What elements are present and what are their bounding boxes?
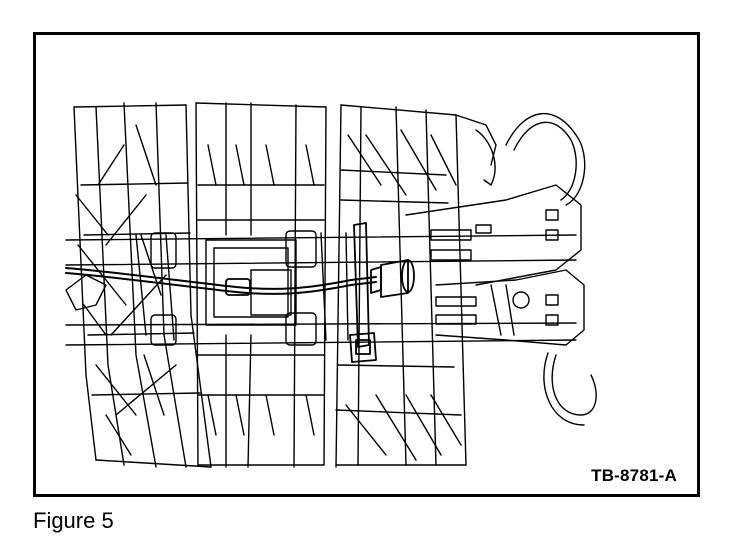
cable-tie: [349, 222, 377, 363]
figure-caption: Figure 5: [33, 508, 114, 533]
cable-clip: [225, 278, 251, 296]
left-frame-structure: [65, 102, 212, 468]
right-frame-structure: [335, 104, 467, 468]
seat-track-bracket: [405, 184, 585, 346]
figure-frame: TB-8781-A: [33, 32, 700, 497]
middle-frame-structure: [195, 102, 327, 468]
drawing-code: TB-8781-A: [591, 466, 677, 485]
spring-wires: [455, 112, 597, 426]
connector-boot: [370, 259, 415, 298]
illustration: [65, 102, 597, 468]
cross-rail: [65, 230, 577, 346]
cable: [65, 267, 377, 295]
